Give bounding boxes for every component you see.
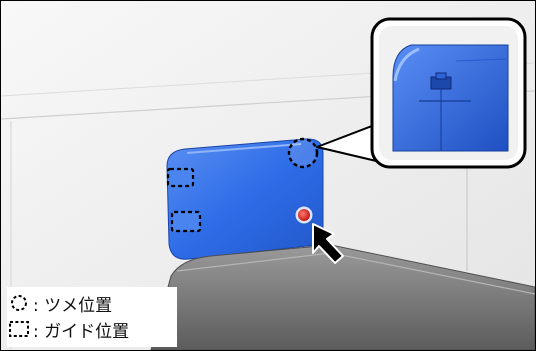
- guide-position-marker: [166, 167, 195, 188]
- legend-item-claw: : ツメ位置: [7, 291, 113, 316]
- legend: : ツメ位置 : ガイド位置: [7, 287, 177, 347]
- legend-item-guide: : ガイド位置: [7, 317, 130, 342]
- zoom-callout: [370, 17, 527, 169]
- claw-symbol-icon: [11, 295, 27, 311]
- claw-position-marker: [287, 137, 319, 169]
- legend-label-guide: : ガイド位置: [33, 321, 130, 342]
- guide-symbol-icon: [9, 321, 29, 337]
- cover-highlight: [186, 143, 302, 154]
- legend-label-claw: : ツメ位置: [33, 295, 113, 316]
- output-tray: [150, 244, 535, 350]
- red-release-button[interactable]: [298, 209, 310, 221]
- guide-position-marker: [170, 210, 202, 233]
- pointer-arrow-icon: [312, 223, 344, 264]
